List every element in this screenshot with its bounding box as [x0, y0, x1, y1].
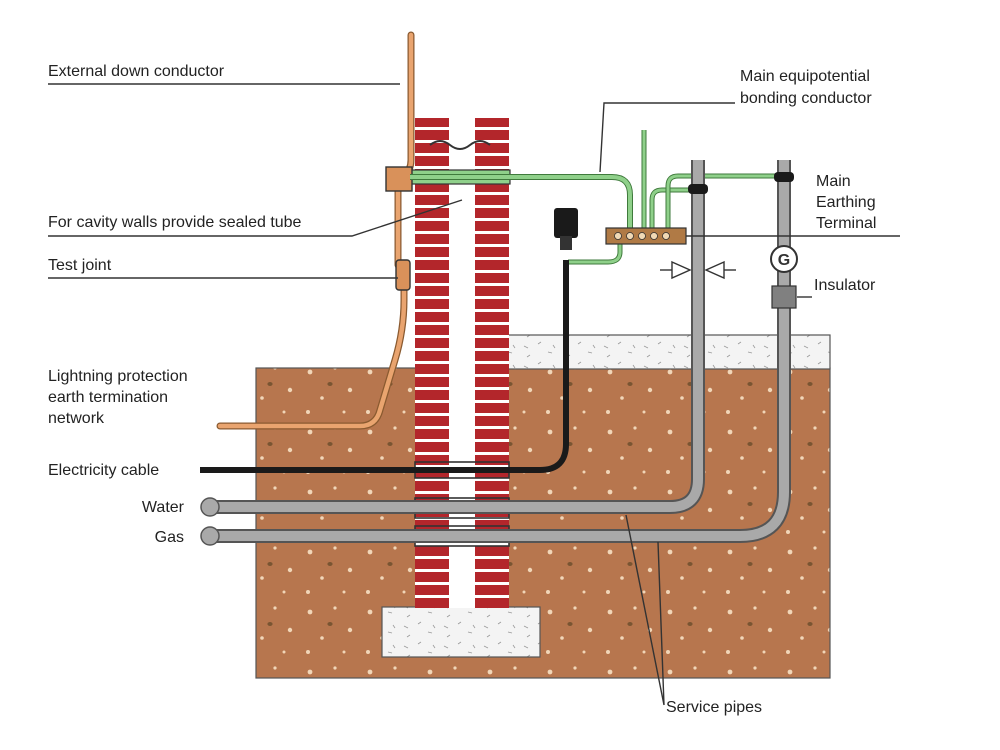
- leader-cavity-walls: [48, 199, 463, 237]
- test-joint-clamp: [395, 259, 411, 291]
- concrete-slab: [507, 334, 831, 370]
- label-main-earthing-line1: Main: [816, 173, 851, 190]
- label-test-joint: Test joint: [48, 257, 112, 274]
- leader-service-pipes: [625, 514, 665, 706]
- water-bonding-conductor: [649, 187, 696, 234]
- terminal-screws: [614, 232, 670, 240]
- label-water: Water: [142, 499, 185, 516]
- valve-icon: [660, 260, 736, 280]
- label-main-earthing-line2: Earthing: [816, 194, 876, 211]
- label-main-bonding-line1: Main equipotential: [740, 68, 870, 85]
- cable-head-icon: [554, 208, 578, 238]
- gas-meter-label: G: [778, 252, 790, 269]
- gas-pipe-end: [200, 526, 220, 546]
- ground-soil: [255, 367, 831, 679]
- gas-clamp: [774, 172, 794, 182]
- label-cavity-walls: For cavity walls provide sealed tube: [48, 214, 302, 231]
- label-external-down-conductor: External down conductor: [48, 63, 225, 80]
- gas-bonding-conductor: [665, 173, 782, 234]
- label-service-pipes: Service pipes: [666, 699, 762, 716]
- label-lightning-line1: Lightning protection: [48, 368, 188, 385]
- wall-tie: [429, 140, 491, 150]
- water-pipe-end: [200, 497, 220, 517]
- insulator-icon: [771, 285, 797, 309]
- label-electricity-cable: Electricity cable: [48, 462, 159, 479]
- water-clamp: [688, 184, 708, 194]
- foundation-footing: [381, 606, 541, 658]
- label-lightning-line2: earth termination: [48, 389, 168, 406]
- label-lightning-line3: network: [48, 410, 105, 427]
- label-insulator: Insulator: [814, 277, 876, 294]
- electricity-cable: [200, 260, 569, 473]
- label-main-bonding-line2: bonding conductor: [740, 90, 872, 107]
- leader-main-bonding: [599, 102, 735, 173]
- label-main-earthing-line3: Terminal: [816, 215, 876, 232]
- label-gas: Gas: [155, 529, 184, 546]
- conductor-clamp: [385, 166, 413, 192]
- gas-meter-icon: [770, 245, 798, 273]
